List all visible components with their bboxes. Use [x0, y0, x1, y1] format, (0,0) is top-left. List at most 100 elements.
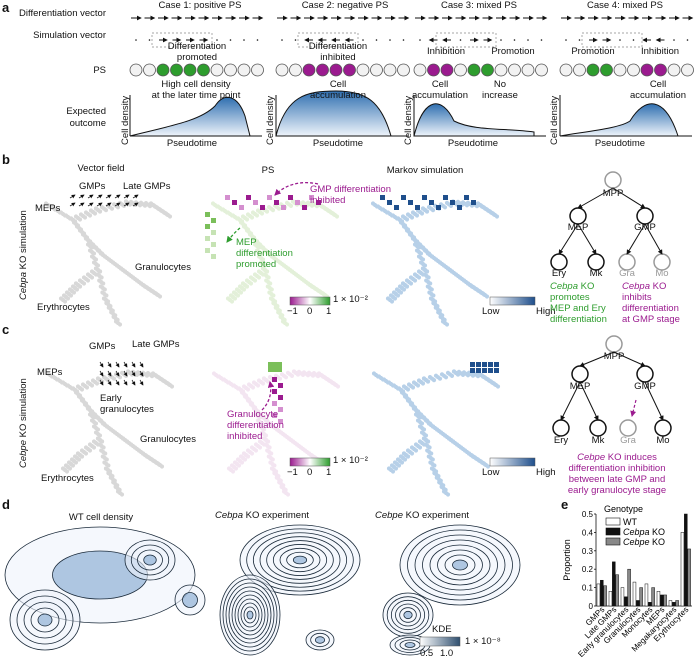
cell-dot [93, 272, 99, 277]
b-ery-label: Erythrocytes [37, 302, 90, 313]
b-green-note-4: differentiation [550, 314, 607, 325]
ps-pixel [278, 383, 283, 388]
case4-note-2: accumulation [630, 90, 686, 101]
sim-vector-dot [135, 39, 137, 41]
cell-dot [106, 463, 111, 468]
ps-pixel [205, 224, 210, 229]
gran-arrow [261, 380, 275, 411]
e-bar [624, 596, 628, 607]
markov-title: Markov simulation [386, 165, 464, 176]
cell-dot [400, 389, 406, 394]
cell-dot [271, 293, 276, 298]
b-tree-mep: MEP [567, 222, 589, 233]
kde-contour [182, 592, 198, 608]
cell-dot [418, 251, 424, 256]
ps-circle [237, 63, 251, 77]
e-bar [600, 579, 604, 607]
b-purple-note-1: Cebpa KO [622, 281, 667, 292]
sim-vector-dot [565, 39, 567, 41]
ps-circle [467, 63, 481, 77]
cell-dot [238, 290, 244, 295]
e-bar [687, 548, 691, 607]
sim-vector-dot [673, 39, 675, 41]
sim-vector-dot [540, 39, 543, 41]
cell-dot [79, 454, 85, 459]
ps-pixel [278, 395, 283, 400]
cell-dot [99, 439, 105, 444]
d-title-cebpa: Cebpa KO experiment [215, 510, 309, 521]
e-ylabel: Proportion [562, 539, 572, 581]
ps-pixel [232, 200, 237, 205]
cell-dot [236, 463, 242, 468]
cell-dot [89, 383, 95, 388]
markov-pixel [482, 362, 487, 367]
vector-arrow [123, 379, 128, 386]
kde-contour [231, 590, 269, 640]
cell-dot [431, 378, 437, 383]
cell-dot [84, 385, 90, 390]
ps-pixel [267, 195, 272, 200]
cell-dot [430, 208, 436, 213]
sim-vector-dot [389, 39, 391, 41]
cell-dot [94, 381, 100, 386]
panel-letter-c: c [2, 322, 10, 337]
ps-pixel [205, 236, 210, 241]
b-tree-gra: Gra [619, 268, 635, 279]
case1-note-2: at the later time point [151, 90, 241, 101]
cell-dot [89, 275, 95, 280]
vector-arrow [114, 202, 121, 207]
cell-dot [70, 463, 76, 468]
cell-dot [421, 442, 427, 447]
row-label-outcome-2: outcome [69, 118, 106, 129]
tree-edge-inhibited [630, 399, 637, 417]
cell-dot [423, 433, 429, 438]
tree-node [654, 419, 672, 437]
ps-pixel [225, 195, 230, 200]
cell-dot [494, 214, 500, 219]
cell-dot [259, 421, 265, 426]
cell-dot [103, 208, 109, 213]
kde-contour [246, 610, 254, 620]
b-late-gmps-label: Late GMPs [123, 181, 171, 192]
ps-circle [197, 63, 210, 77]
case3-ylabel: Cell density [403, 95, 414, 145]
ps-circle [397, 63, 410, 77]
case2-annot-1: Differentiation [308, 41, 368, 52]
case4-annot-1: Promotion [571, 46, 615, 57]
b-tree-gmp: GMP [634, 222, 656, 233]
vector-arrow [87, 194, 94, 199]
vector-arrow [139, 379, 144, 386]
cell-dot [429, 451, 434, 456]
cell-dot [82, 215, 88, 220]
cell-dot [430, 457, 435, 462]
cell-dot [405, 387, 411, 392]
cell-dot [62, 299, 68, 304]
tree-edge [577, 187, 614, 209]
kde-contour [395, 603, 421, 627]
sim-vector-dot [216, 39, 218, 41]
e-bar [672, 602, 676, 607]
markov-pixel [494, 362, 499, 367]
gran-inhibited-note-3: inhibited [227, 431, 263, 442]
kde-contour [228, 586, 272, 644]
cell-dot [288, 203, 294, 208]
cell-dot [233, 466, 239, 471]
kde-contour [314, 636, 326, 644]
ps-pixel [211, 218, 216, 223]
c-ps-scale-mult: 1 × 10⁻² [333, 455, 368, 466]
kde-tick-10: 1.0 [440, 648, 454, 659]
cell-dot [95, 442, 101, 447]
c-ps-tick-neg: −1 [287, 467, 298, 478]
cell-dot [389, 299, 395, 304]
cell-dot [81, 281, 87, 286]
tree-node [636, 365, 654, 383]
e-legend-swatch [605, 517, 621, 526]
cell-dot [79, 387, 85, 392]
e-bar [603, 585, 607, 607]
b-ps-tick-1: 1 [326, 306, 332, 317]
cell-dot [413, 448, 419, 453]
ps-pixel [281, 205, 286, 210]
ps-pixel [211, 254, 216, 259]
cell-dot [412, 278, 418, 283]
markov-pixel [394, 205, 399, 210]
